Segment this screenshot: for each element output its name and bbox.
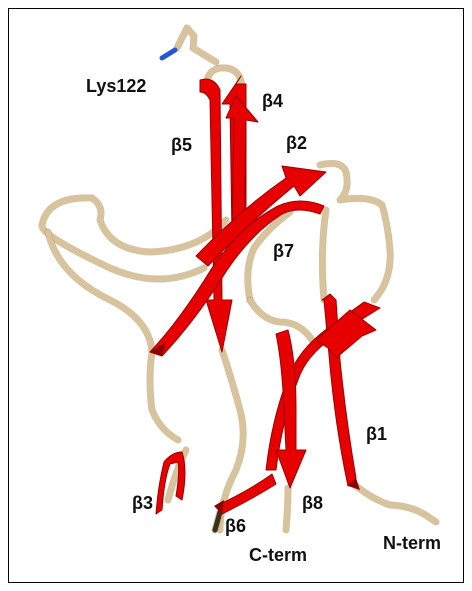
strand-b1-head bbox=[316, 310, 376, 358]
label-n-term: N-term bbox=[383, 533, 441, 553]
label-b7: β7 bbox=[273, 241, 294, 261]
label-b6: β6 bbox=[225, 516, 246, 536]
label-b8: β8 bbox=[302, 493, 323, 513]
label-b3: β3 bbox=[132, 493, 153, 513]
label-b5: β5 bbox=[171, 135, 192, 155]
label-c-term: C-term bbox=[249, 545, 307, 565]
label-b1: β1 bbox=[366, 424, 387, 444]
c-term-tail bbox=[286, 488, 288, 530]
n-term-tail bbox=[356, 486, 436, 522]
label-b2: β2 bbox=[286, 133, 307, 153]
loop-top-right bbox=[320, 164, 390, 300]
loop-left-to-b3 bbox=[48, 232, 178, 440]
lys122-nitrogen bbox=[162, 50, 175, 58]
label-b4: β4 bbox=[262, 91, 283, 111]
label-lys122: Lys122 bbox=[86, 76, 146, 96]
